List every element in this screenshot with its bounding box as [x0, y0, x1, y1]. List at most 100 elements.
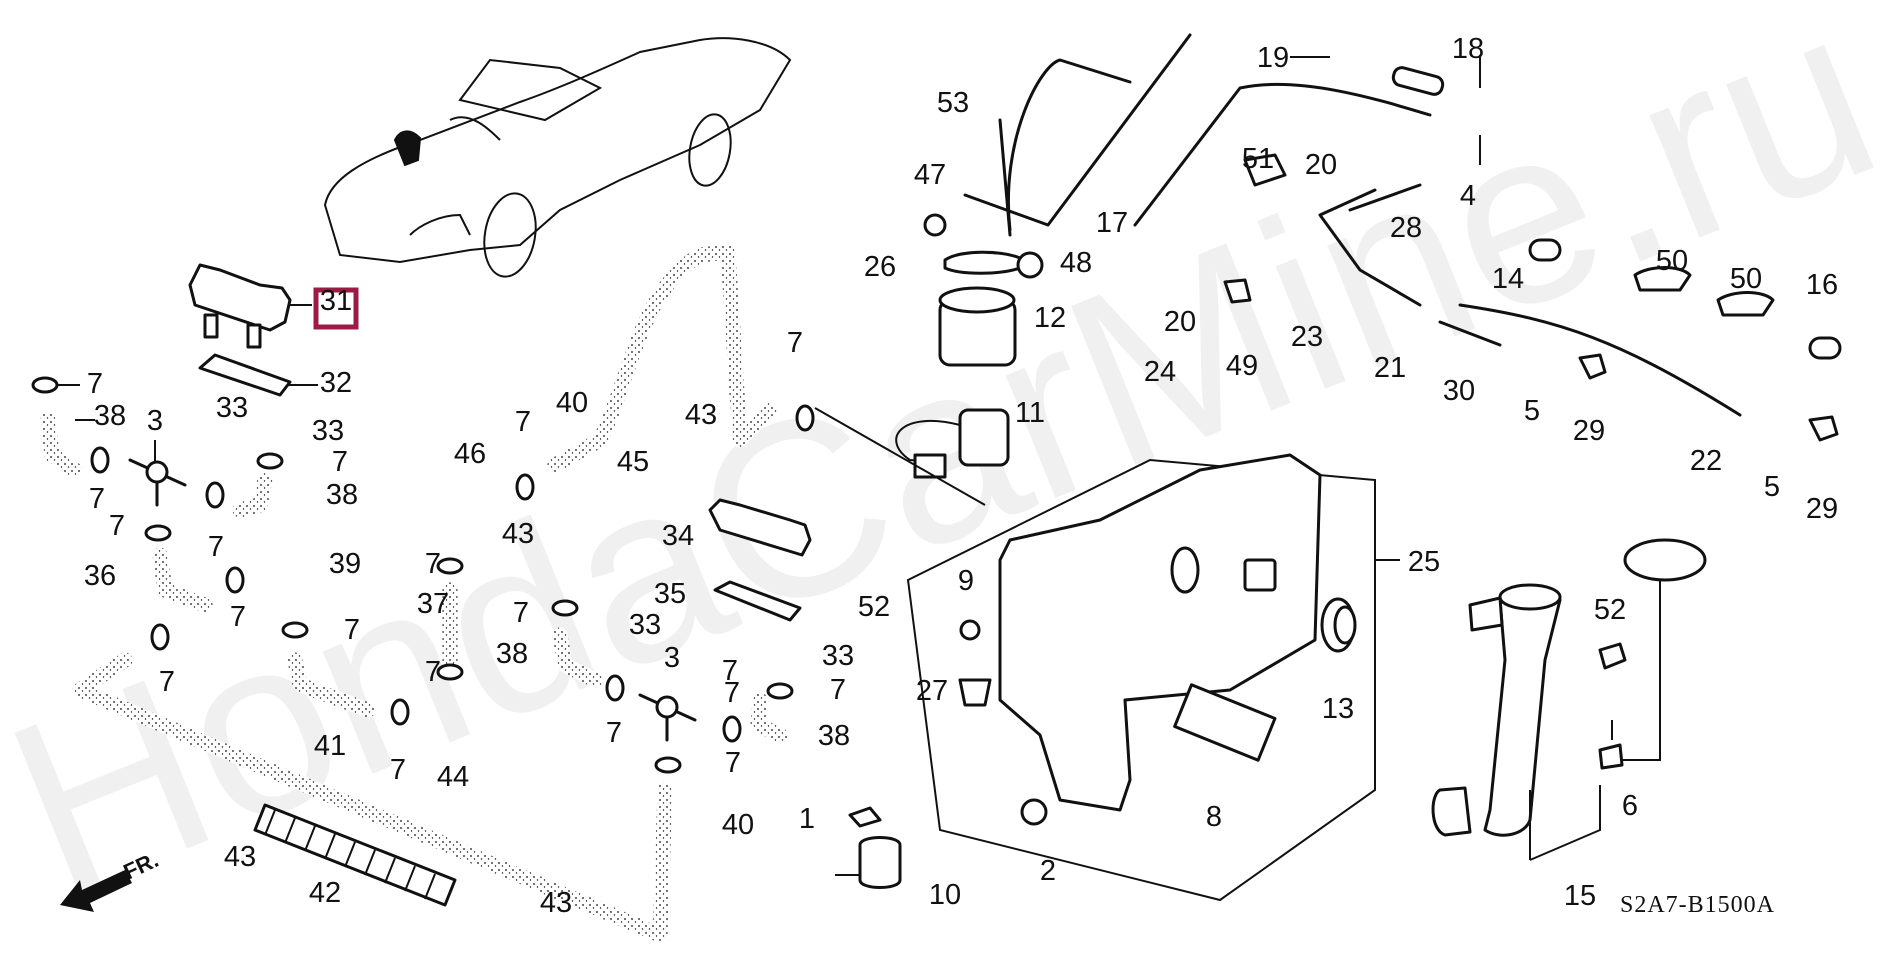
callout-7[interactable]: 7	[208, 531, 224, 563]
callout-40[interactable]: 40	[722, 809, 754, 841]
callout-29[interactable]: 29	[1806, 493, 1838, 525]
callout-7[interactable]: 7	[606, 717, 622, 749]
callout-16[interactable]: 16	[1806, 269, 1838, 301]
callout-52[interactable]: 52	[858, 591, 890, 623]
callout-32[interactable]: 32	[320, 367, 352, 399]
center-parts	[814, 33, 1192, 506]
callout-26[interactable]: 26	[864, 251, 896, 283]
callout-51[interactable]: 51	[1242, 143, 1274, 175]
part-35-pad	[713, 580, 802, 622]
callout-7[interactable]: 7	[230, 601, 246, 633]
callout-33[interactable]: 33	[822, 640, 854, 672]
callout-43[interactable]: 43	[502, 518, 534, 550]
callout-30[interactable]: 30	[1443, 375, 1475, 407]
callout-33[interactable]: 33	[629, 609, 661, 641]
leader-lines	[57, 55, 1613, 861]
clamps	[31, 376, 815, 774]
callout-11[interactable]: 11	[1015, 397, 1045, 429]
callout-7[interactable]: 7	[513, 597, 529, 629]
callout-49[interactable]: 49	[1226, 350, 1258, 382]
callout-45[interactable]: 45	[617, 446, 649, 478]
callout-52[interactable]: 52	[1594, 594, 1626, 626]
callout-7[interactable]: 7	[425, 548, 441, 580]
callout-8[interactable]: 8	[1206, 801, 1222, 833]
callout-17[interactable]: 17	[1096, 207, 1128, 239]
callout-29[interactable]: 29	[1573, 415, 1605, 447]
callout-47[interactable]: 47	[914, 159, 946, 191]
callout-20[interactable]: 20	[1305, 149, 1337, 181]
callout-12[interactable]: 12	[1034, 302, 1066, 334]
callout-38[interactable]: 38	[94, 400, 126, 432]
callout-21[interactable]: 21	[1374, 352, 1406, 384]
callout-39[interactable]: 39	[329, 548, 361, 580]
callout-9[interactable]: 9	[958, 565, 974, 597]
callout-7[interactable]: 7	[332, 446, 348, 478]
callout-50[interactable]: 50	[1656, 245, 1688, 277]
callout-13[interactable]: 13	[1322, 693, 1354, 725]
part-25-reservoir	[835, 453, 1376, 902]
callout-43[interactable]: 43	[685, 399, 717, 431]
callout-7[interactable]: 7	[722, 655, 738, 687]
callout-7[interactable]: 7	[425, 656, 441, 688]
callout-7[interactable]: 7	[159, 666, 175, 698]
part-31-nozzle	[188, 263, 292, 349]
part-32-pad	[198, 353, 292, 397]
diagram-code: S2A7-B1500A	[1620, 892, 1775, 918]
callout-41[interactable]: 41	[314, 730, 346, 762]
callout-31[interactable]: 31	[320, 285, 352, 317]
callout-50[interactable]: 50	[1730, 263, 1762, 295]
callout-53[interactable]: 53	[937, 87, 969, 119]
callout-7[interactable]: 7	[344, 614, 360, 646]
front-arrow-icon	[60, 870, 132, 912]
callout-7[interactable]: 7	[109, 510, 125, 542]
callout-7[interactable]: 7	[390, 754, 406, 786]
callout-3[interactable]: 3	[664, 642, 680, 674]
callout-37[interactable]: 37	[417, 588, 449, 620]
callout-7[interactable]: 7	[725, 747, 741, 779]
callout-43[interactable]: 43	[540, 887, 572, 919]
callout-36[interactable]: 36	[84, 560, 116, 592]
callout-10[interactable]: 10	[929, 879, 961, 911]
callout-19[interactable]: 19	[1257, 42, 1289, 74]
callout-18[interactable]: 18	[1452, 33, 1484, 65]
callout-7[interactable]: 7	[89, 483, 105, 515]
part-15-filler	[1431, 538, 1707, 837]
callout-33[interactable]: 33	[216, 392, 248, 424]
callout-7[interactable]: 7	[787, 327, 803, 359]
callout-38[interactable]: 38	[818, 720, 850, 752]
callout-7[interactable]: 7	[724, 677, 740, 709]
callout-27[interactable]: 27	[916, 675, 948, 707]
callout-43[interactable]: 43	[224, 841, 256, 873]
callout-38[interactable]: 38	[496, 638, 528, 670]
callout-5[interactable]: 5	[1764, 471, 1780, 503]
callout-40[interactable]: 40	[556, 387, 588, 419]
callout-20[interactable]: 20	[1164, 306, 1196, 338]
callout-7[interactable]: 7	[87, 368, 103, 400]
callout-5[interactable]: 5	[1524, 395, 1540, 427]
callout-34[interactable]: 34	[662, 520, 694, 552]
callout-35[interactable]: 35	[654, 578, 686, 610]
callout-25[interactable]: 25	[1408, 546, 1440, 578]
callout-14[interactable]: 14	[1492, 263, 1524, 295]
callout-23[interactable]: 23	[1291, 321, 1323, 353]
callout-46[interactable]: 46	[454, 438, 486, 470]
callout-28[interactable]: 28	[1390, 212, 1422, 244]
callout-1[interactable]: 1	[799, 803, 815, 835]
callout-44[interactable]: 44	[437, 761, 469, 793]
callout-4[interactable]: 4	[1460, 180, 1476, 212]
callout-3[interactable]: 3	[147, 405, 163, 437]
callout-6[interactable]: 6	[1622, 790, 1638, 822]
callout-24[interactable]: 24	[1144, 356, 1176, 388]
right-parts	[1133, 66, 1842, 442]
callout-33[interactable]: 33	[312, 415, 344, 447]
callout-2[interactable]: 2	[1040, 855, 1056, 887]
callout-48[interactable]: 48	[1060, 247, 1092, 279]
callout-7[interactable]: 7	[515, 406, 531, 438]
callout-42[interactable]: 42	[309, 877, 341, 909]
callout-7[interactable]: 7	[830, 674, 846, 706]
callout-38[interactable]: 38	[326, 479, 358, 511]
callout-15[interactable]: 15	[1564, 880, 1596, 912]
callout-22[interactable]: 22	[1690, 445, 1722, 477]
